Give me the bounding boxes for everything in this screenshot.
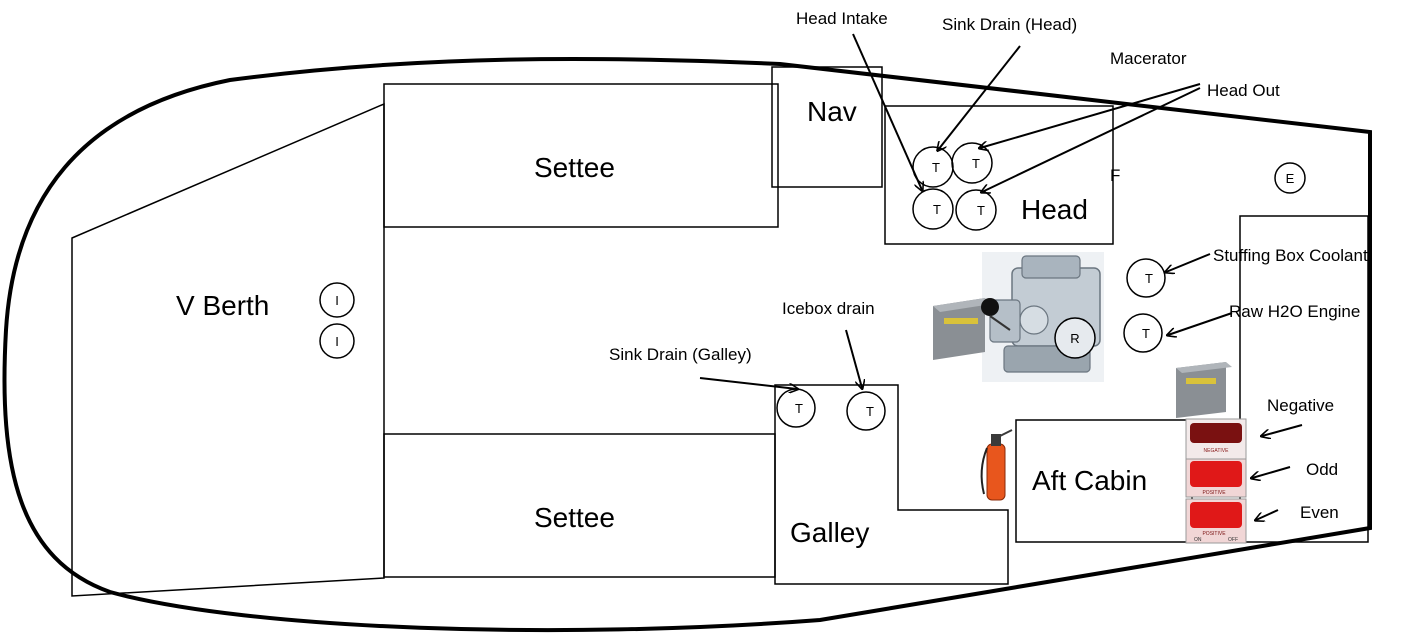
- macerator-arrow: [980, 83, 1201, 148]
- svg-text:T: T: [795, 401, 803, 416]
- settee-bottom-label: Settee: [534, 502, 615, 533]
- aft-cabin-label: Aft Cabin: [1032, 465, 1147, 496]
- settee-top-label: Settee: [534, 152, 615, 183]
- svg-text:ON: ON: [1194, 537, 1202, 543]
- sink-drain-head-label: Sink Drain (Head): [942, 15, 1077, 34]
- even-label: Even: [1300, 503, 1339, 522]
- settee-bottom: Settee: [383, 433, 776, 578]
- svg-text:T: T: [933, 202, 941, 217]
- sink-drain-galley-label: Sink Drain (Galley): [609, 345, 752, 364]
- fire-extinguisher-icon: [980, 429, 1013, 501]
- odd-label: Odd: [1306, 460, 1338, 479]
- raw-h2o-engine-label: Raw H2O Engine: [1229, 302, 1360, 321]
- hull-outline: [2, 56, 1372, 633]
- macerator-label: Macerator: [1110, 49, 1187, 68]
- negative-switch[interactable]: NEGATIVE: [1185, 418, 1247, 460]
- svg-text:T: T: [977, 203, 985, 218]
- nav-label: Nav: [807, 96, 857, 127]
- galley: Galley: [774, 384, 1009, 585]
- galley-thruhull-2: T: [846, 391, 886, 431]
- aft-berth: [1239, 215, 1369, 543]
- aft-cabin: Aft Cabin: [1015, 419, 1193, 543]
- raw-water-thruhull: T: [1123, 313, 1163, 353]
- stuffing-box-arrow: [1166, 253, 1211, 272]
- negative-arrow: [1262, 424, 1303, 436]
- raw-h2o-arrow: [1168, 312, 1233, 335]
- svg-text:E: E: [1286, 171, 1295, 186]
- stuffing-box-thruhull: T: [1126, 258, 1166, 298]
- even-switch[interactable]: POSITIVE ON OFF: [1185, 498, 1247, 544]
- even-arrow: [1256, 509, 1279, 520]
- svg-text:T: T: [866, 404, 874, 419]
- head-thruhull-3: T: [912, 188, 954, 230]
- svg-text:T: T: [972, 156, 980, 171]
- svg-text:T: T: [932, 160, 940, 175]
- svg-text:OFF: OFF: [1228, 537, 1238, 543]
- settee-top: Settee: [383, 83, 779, 228]
- svg-text:NEGATIVE: NEGATIVE: [1204, 448, 1230, 454]
- svg-text:T: T: [1145, 271, 1153, 286]
- negative-label: Negative: [1267, 396, 1334, 415]
- svg-text:T: T: [1142, 326, 1150, 341]
- icebox-drain-arrow: [845, 329, 862, 388]
- odd-arrow: [1252, 466, 1291, 478]
- v-berth-label: V Berth: [176, 290, 269, 321]
- battery-1: [933, 298, 1011, 360]
- head-intake-arrow: [852, 33, 922, 190]
- head-compartment: Head: [884, 105, 1114, 245]
- v-berth: V Berth: [71, 102, 385, 597]
- sink-drain-galley-arrow: [699, 377, 797, 389]
- nav-station: Nav: [771, 66, 883, 188]
- stuffing-box-coolant-label: Stuffing Box Coolant: [1213, 246, 1368, 265]
- sink-drain-head-arrow: [938, 45, 1021, 150]
- head-label: Head: [1021, 194, 1088, 225]
- battery-2: [1176, 362, 1232, 418]
- svg-text:I: I: [335, 334, 339, 349]
- stray-letter: F: [1110, 166, 1120, 185]
- raw-marker: R: [1070, 331, 1079, 346]
- icebox-drain-label: Icebox drain: [782, 299, 875, 318]
- head-thruhull-2: T: [951, 142, 993, 184]
- galley-thruhull-1: T: [776, 388, 816, 428]
- intake-marker-2: I: [319, 323, 355, 359]
- head-out-label: Head Out: [1207, 81, 1280, 100]
- svg-text:POSITIVE: POSITIVE: [1202, 531, 1226, 537]
- head-out-arrow: [982, 87, 1201, 192]
- head-thruhull-4: T: [955, 189, 997, 231]
- galley-label: Galley: [790, 517, 869, 548]
- intake-marker-1: I: [319, 282, 355, 318]
- svg-text:I: I: [335, 293, 339, 308]
- engine-image: R: [982, 252, 1104, 382]
- head-intake-label: Head Intake: [796, 9, 888, 28]
- odd-switch[interactable]: POSITIVE: [1185, 458, 1247, 498]
- svg-text:POSITIVE: POSITIVE: [1202, 490, 1226, 496]
- exhaust-marker: E: [1274, 162, 1306, 194]
